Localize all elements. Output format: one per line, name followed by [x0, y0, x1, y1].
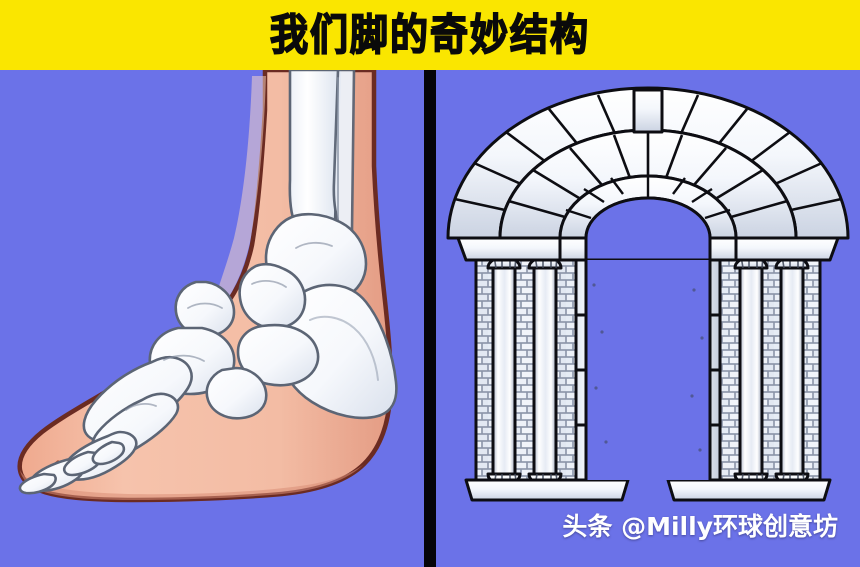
keystone [632, 88, 664, 134]
panel-foot [0, 70, 424, 567]
middle-ring-joints [500, 130, 796, 240]
stone-arch-illustration [436, 70, 860, 567]
navicular-bone [238, 263, 307, 330]
watermark-text: 头条 @Milly环球创意坊 [562, 512, 838, 541]
phalanx-bone-4 [91, 440, 126, 466]
arch-opening [584, 196, 712, 262]
foot-bones-group [18, 70, 398, 495]
phalanx-bone-2 [18, 472, 57, 495]
panel-arch [436, 70, 860, 567]
fibula-bone [332, 70, 356, 234]
plinth-right [666, 478, 832, 502]
title-banner: 我们脚的奇妙结构 [0, 0, 860, 70]
stone-speckles [592, 283, 704, 452]
fluted-column-right-b [779, 264, 805, 476]
outer-ring-joints [448, 90, 848, 240]
fluted-column-left-b [532, 257, 558, 476]
plinth-left [464, 478, 630, 502]
cuneiform-bone-3 [205, 366, 268, 420]
fluted-column-left-a [491, 257, 517, 476]
arch-jamb-right [708, 236, 738, 262]
fluted-column-right-a [738, 264, 764, 476]
panel-divider [424, 70, 436, 567]
cuboid-bone [236, 323, 320, 387]
page-title: 我们脚的奇妙结构 [269, 10, 590, 60]
arch-jamb-left [558, 236, 588, 262]
foot-skeleton-illustration [0, 70, 424, 567]
